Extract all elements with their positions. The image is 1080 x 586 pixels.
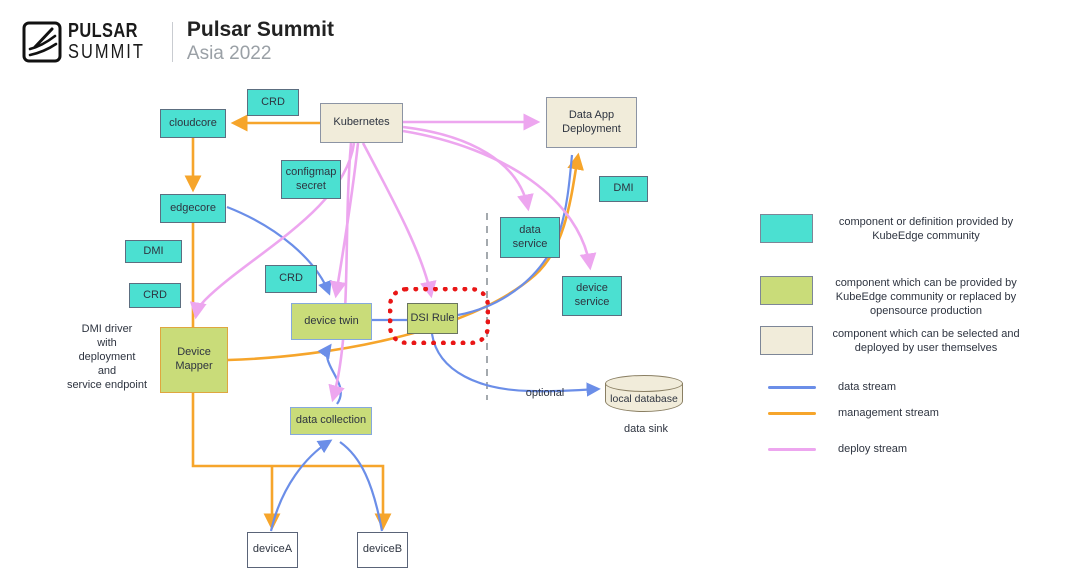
line-deviceB-to-datacollection [339, 441, 384, 532]
legend-line-orange [768, 411, 816, 415]
local-database-label: local database [610, 393, 678, 405]
node-data-collection: data collection [290, 407, 372, 435]
node-crd-mid-label: CRD [279, 272, 303, 285]
node-edgecore-label: edgecore [170, 201, 216, 214]
node-data-app-deployment-label: Data App Deployment [562, 108, 621, 135]
node-crd-left-label: CRD [143, 288, 167, 301]
dmi-driver-annotation: DMI driver with deployment and service e… [66, 323, 148, 391]
event-subtitle: Asia 2022 [186, 43, 272, 65]
cylinder-top-ellipse [605, 375, 683, 392]
logo-wordmark: PULSAR SUMMIT [68, 21, 162, 62]
legend-stream-data: data stream [760, 381, 896, 393]
node-data-service: data service [500, 217, 560, 258]
arrow-kubernetes-to-data-collection [328, 142, 353, 403]
node-deviceA-label: deviceA [252, 543, 293, 556]
legend-item-user-component: component which can be selected and depl… [760, 326, 1026, 355]
node-crd-top-label: CRD [261, 95, 285, 108]
arrow-edgecore-to-device-twin [226, 205, 332, 296]
node-device-twin-label: device twin [304, 314, 359, 327]
node-dsi-rule: DSI Rule [407, 303, 458, 334]
node-crd-mid: CRD [265, 265, 317, 293]
legend-stream-deploy: deploy stream [760, 443, 907, 455]
dsi-rule-highlight-box [388, 287, 490, 345]
legend-line-pink [768, 447, 816, 451]
event-title-block: Pulsar Summit Asia 2022 [187, 18, 334, 66]
node-deviceB-label: deviceB [362, 543, 403, 556]
legend-swatch-beige [760, 326, 813, 355]
legend-text-beige: component which can be selected and depl… [832, 327, 1020, 354]
node-configmap-secret-label: configmap secret [285, 165, 337, 192]
legend-swatch-green [760, 276, 813, 305]
node-device-service-label: device service [574, 282, 610, 308]
pulsar-summit-logo-icon [22, 21, 62, 63]
node-device-mapper-label: Device Mapper [175, 346, 213, 372]
node-device-mapper: Device Mapper [160, 327, 228, 393]
arrow-dsirule-to-local-database [430, 333, 601, 397]
legend-line-blue [768, 385, 816, 389]
legend-item-community-component: component or definition provided by Kube… [760, 214, 1026, 243]
node-deviceB: deviceB [357, 532, 408, 568]
node-deviceA: deviceA [247, 532, 298, 568]
node-cloudcore: cloudcore [160, 109, 226, 138]
node-dsi-rule-label: DSI Rule [410, 311, 455, 324]
legend-label-deploy-stream: deploy stream [838, 443, 908, 455]
arrow-kubernetes-to-data-service [402, 125, 534, 212]
node-kubernetes-label: Kubernetes [333, 116, 390, 129]
legend-text-teal: component or definition provided by Kube… [838, 215, 1014, 242]
logo-line1: PULSAR [68, 20, 138, 43]
node-device-service: device service [562, 276, 622, 316]
arrow-kubernetes-to-device-service [402, 129, 597, 271]
node-dmi-right-label: DMI [613, 182, 634, 195]
header: PULSAR SUMMIT Pulsar Summit Asia 2022 [22, 18, 334, 66]
node-data-service-label: data service [512, 223, 548, 250]
optional-label: optional [525, 387, 565, 399]
node-data-app-deployment: Data App Deployment [546, 97, 637, 148]
data-sink-label: data sink [623, 423, 669, 435]
node-kubernetes: Kubernetes [320, 103, 403, 143]
legend-label-data-stream: data stream [838, 381, 897, 393]
local-database-cylinder: local database [605, 375, 683, 412]
header-divider [171, 21, 173, 62]
node-cloudcore-label: cloudcore [169, 116, 217, 129]
node-data-collection-label: data collection [295, 414, 367, 427]
legend-label-management-stream: management stream [838, 407, 939, 419]
node-configmap-secret: configmap secret [281, 160, 341, 199]
deploy-stream-lines [189, 113, 597, 403]
legend-text-green: component which can be provided by KubeE… [835, 277, 1017, 317]
legend-item-replaceable-component: component which can be provided by KubeE… [760, 276, 1026, 318]
node-dmi-right: DMI [599, 176, 648, 202]
node-crd-top: CRD [247, 89, 299, 116]
node-dmi-left-label: DMI [143, 244, 164, 257]
event-title: Pulsar Summit [186, 18, 334, 41]
arrow-deviceA-to-datacollection [269, 439, 333, 532]
legend-swatch-teal [760, 214, 813, 243]
legend-stream-management: management stream [760, 407, 939, 419]
node-crd-left: CRD [129, 283, 181, 308]
logo-line2: SUMMIT [68, 41, 145, 64]
node-edgecore: edgecore [160, 194, 226, 223]
node-device-twin: device twin [291, 303, 372, 340]
node-dmi-left: DMI [125, 240, 182, 263]
arrow-kubernetes-to-dsi-rule [361, 142, 437, 299]
